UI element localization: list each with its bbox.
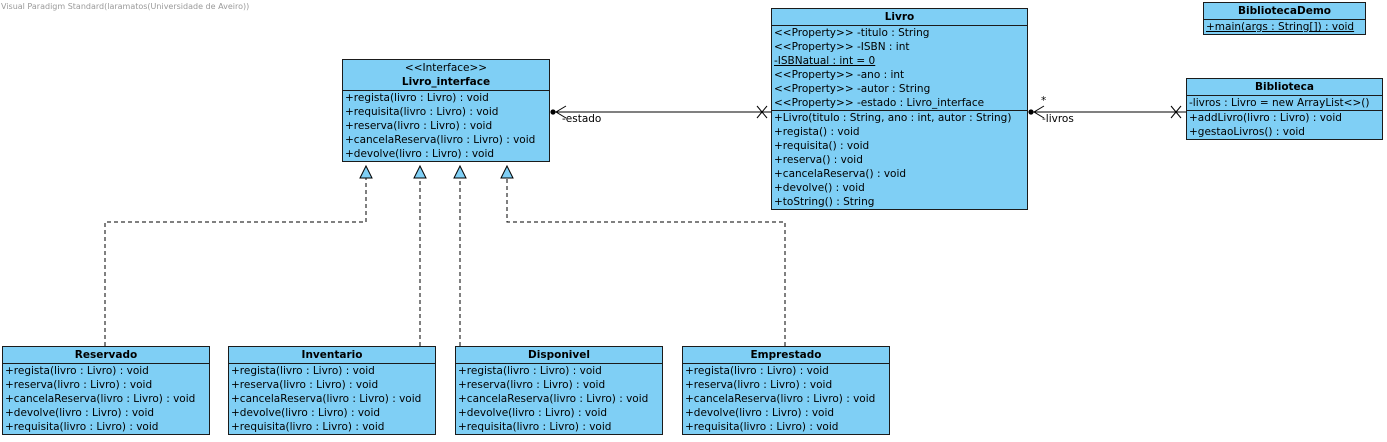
class-reservado[interactable]: Reservado +regista(livro : Livro) : void… <box>2 346 210 435</box>
operation: +cancelaReserva(livro : Livro) : void <box>345 134 536 146</box>
operation: +regista() : void <box>774 126 860 138</box>
class-biblioteca-demo-operations: +main(args : String[]) : void <box>1204 20 1365 34</box>
class-livro-operations: +Livro(titulo : String, ano : int, autor… <box>772 110 1027 209</box>
class-inventario-name: Inventario <box>301 349 363 361</box>
realization-arrowhead-inventario <box>413 164 427 179</box>
operation: +regista(livro : Livro) : void <box>231 365 375 377</box>
operation: +regista(livro : Livro) : void <box>685 365 829 377</box>
operation: +requisita(livro : Livro) : void <box>685 421 839 433</box>
operation: +gestaoLivros() : void <box>1189 126 1305 138</box>
class-biblioteca-attributes: -livros : Livro = new ArrayList<>() <box>1187 96 1382 110</box>
class-disponivel-header: Disponivel <box>456 347 662 364</box>
operation: +addLivro(livro : Livro) : void <box>1189 112 1342 124</box>
class-livro[interactable]: Livro <<Property>> -titulo : String <<Pr… <box>771 8 1028 210</box>
operation: +requisita(livro : Livro) : void <box>458 421 612 433</box>
operation: +cancelaReserva(livro : Livro) : void <box>231 393 422 405</box>
operation: +devolve() : void <box>774 182 865 194</box>
class-biblioteca-operations: +addLivro(livro : Livro) : void +gestaoL… <box>1187 110 1382 139</box>
operation: +reserva(livro : Livro) : void <box>345 120 493 132</box>
operation: +regista(livro : Livro) : void <box>345 92 489 104</box>
realization-emprestado <box>506 178 786 346</box>
operation: +devolve(livro : Livro) : void <box>458 407 608 419</box>
operation: +devolve(livro : Livro) : void <box>231 407 381 419</box>
association-estado-arrow <box>555 105 567 119</box>
operation: +cancelaReserva(livro : Livro) : void <box>5 393 196 405</box>
operation: +regista(livro : Livro) : void <box>5 365 149 377</box>
realization-arrowhead-disponivel <box>453 164 467 179</box>
operation: +devolve(livro : Livro) : void <box>345 148 495 160</box>
class-reservado-header: Reservado <box>3 347 209 364</box>
class-inventario[interactable]: Inventario +regista(livro : Livro) : voi… <box>228 346 436 435</box>
class-livro-interface[interactable]: <<Interface>> Livro_interface +regista(l… <box>342 59 550 162</box>
class-reservado-operations: +regista(livro : Livro) : void +reserva(… <box>3 364 209 434</box>
operation: +regista(livro : Livro) : void <box>458 365 602 377</box>
association-estado-cross-b <box>756 105 768 119</box>
attribute: <<Property>> -ano : int <box>774 69 905 81</box>
class-biblioteca-header: Biblioteca <box>1187 79 1382 96</box>
association-estado-role: -estado <box>562 113 602 125</box>
class-emprestado-name: Emprestado <box>750 349 822 361</box>
realization-arrowhead-emprestado <box>500 164 514 179</box>
class-emprestado-operations: +regista(livro : Livro) : void +reserva(… <box>683 364 889 434</box>
class-livro-interface-stereotype: <<Interface>> <box>404 62 488 74</box>
association-livros-dot <box>1028 109 1034 115</box>
operation: +toString() : String <box>774 196 875 208</box>
operation: +reserva(livro : Livro) : void <box>5 379 153 391</box>
operation: +reserva() : void <box>774 154 863 166</box>
class-disponivel-name: Disponivel <box>528 349 590 361</box>
class-biblioteca[interactable]: Biblioteca -livros : Livro = new ArrayLi… <box>1186 78 1383 140</box>
class-livro-name: Livro <box>884 11 915 23</box>
realization-reservado <box>104 178 367 346</box>
association-livros-role: -livros <box>1042 113 1074 125</box>
class-livro-interface-name: Livro_interface <box>401 76 491 88</box>
operation: +reserva(livro : Livro) : void <box>685 379 833 391</box>
operation: +devolve(livro : Livro) : void <box>685 407 835 419</box>
operation: +reserva(livro : Livro) : void <box>231 379 379 391</box>
class-inventario-header: Inventario <box>229 347 435 364</box>
operation: +cancelaReserva(livro : Livro) : void <box>685 393 876 405</box>
class-livro-interface-operations: +regista(livro : Livro) : void +requisit… <box>343 91 549 161</box>
static-operation: +main(args : String[]) : void <box>1206 21 1355 33</box>
static-attribute: -ISBNatual : int = 0 <box>774 55 876 67</box>
class-emprestado-header: Emprestado <box>683 347 889 364</box>
diagram-watermark: Visual Paradigm Standard(laramatos(Unive… <box>1 2 250 11</box>
class-livro-header: Livro <box>772 9 1027 26</box>
realization-arrowhead-reservado <box>359 164 373 179</box>
class-livro-interface-header: <<Interface>> Livro_interface <box>343 60 549 91</box>
class-reservado-name: Reservado <box>74 349 138 361</box>
attribute: <<Property>> -autor : String <box>774 83 931 95</box>
attribute: -livros : Livro = new ArrayList<>() <box>1189 97 1370 109</box>
attribute: <<Property>> -estado : Livro_interface <box>774 97 985 109</box>
class-disponivel-operations: +regista(livro : Livro) : void +reserva(… <box>456 364 662 434</box>
operation: +requisita(livro : Livro) : void <box>345 106 499 118</box>
attribute: <<Property>> -titulo : String <box>774 27 930 39</box>
class-biblioteca-demo-name: BibliotecaDemo <box>1238 5 1331 17</box>
association-livros-multiplicity: * <box>1041 95 1047 107</box>
operation: +cancelaReserva(livro : Livro) : void <box>458 393 649 405</box>
operation: +cancelaReserva() : void <box>774 168 907 180</box>
class-emprestado[interactable]: Emprestado +regista(livro : Livro) : voi… <box>682 346 890 435</box>
class-biblioteca-name: Biblioteca <box>1255 81 1314 93</box>
class-disponivel[interactable]: Disponivel +regista(livro : Livro) : voi… <box>455 346 663 435</box>
association-estado-dot <box>550 109 556 115</box>
class-inventario-operations: +regista(livro : Livro) : void +reserva(… <box>229 364 435 434</box>
operation: +Livro(titulo : String, ano : int, autor… <box>774 112 1012 124</box>
attribute: <<Property>> -ISBN : int <box>774 41 910 53</box>
operation: +requisita(livro : Livro) : void <box>5 421 159 433</box>
operation: +requisita(livro : Livro) : void <box>231 421 385 433</box>
operation: +devolve(livro : Livro) : void <box>5 407 155 419</box>
class-livro-attributes: <<Property>> -titulo : String <<Property… <box>772 26 1027 110</box>
class-biblioteca-demo[interactable]: BibliotecaDemo +main(args : String[]) : … <box>1203 2 1366 35</box>
operation: +requisita() : void <box>774 140 870 152</box>
class-biblioteca-demo-header: BibliotecaDemo <box>1204 3 1365 20</box>
association-livros-arrow <box>1033 105 1045 119</box>
association-livros-cross-b <box>1170 105 1182 119</box>
operation: +reserva(livro : Livro) : void <box>458 379 606 391</box>
